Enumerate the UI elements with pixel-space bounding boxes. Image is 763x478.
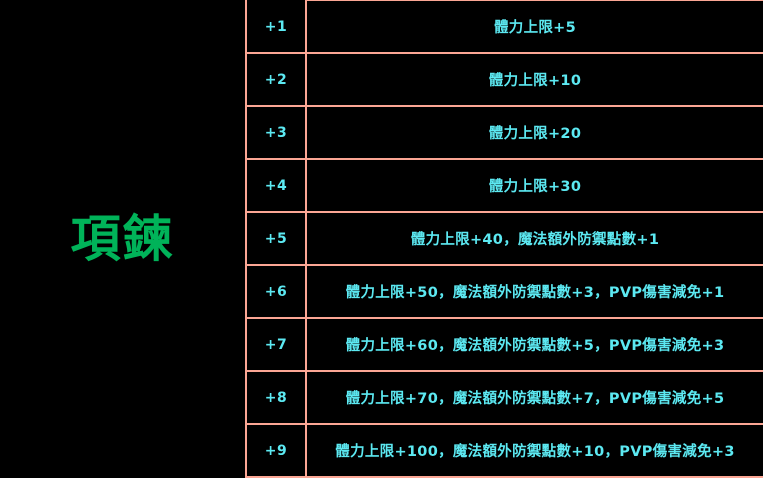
enhancement-level-cell: +7 xyxy=(245,317,307,372)
enhancement-effect-cell: 體力上限+60，魔法額外防禦點數+5，PVP傷害減免+3 xyxy=(305,317,763,372)
item-label-pane: 項鍊 xyxy=(0,0,245,478)
enhancement-effect-cell: 體力上限+20 xyxy=(305,105,763,160)
enhancement-table-body: +1 體力上限+5 +2 體力上限+10 +3 體力上限+20 +4 體力上限+… xyxy=(245,0,763,478)
enhancement-effect-cell: 體力上限+100，魔法額外防禦點數+10，PVP傷害減免+3 xyxy=(305,423,763,478)
enhancement-effect-cell: 體力上限+30 xyxy=(305,158,763,213)
enhancement-effect-cell: 體力上限+50，魔法額外防禦點數+3，PVP傷害減免+1 xyxy=(305,264,763,319)
table-row: +7 體力上限+60，魔法額外防禦點數+5，PVP傷害減免+3 xyxy=(245,317,763,372)
table-row: +6 體力上限+50，魔法額外防禦點數+3，PVP傷害減免+1 xyxy=(245,264,763,319)
table-row: +4 體力上限+30 xyxy=(245,158,763,213)
table-row: +1 體力上限+5 xyxy=(245,0,763,54)
enhancement-level-cell: +3 xyxy=(245,105,307,160)
table-row: +8 體力上限+70，魔法額外防禦點數+7，PVP傷害減免+5 xyxy=(245,370,763,425)
enhancement-level-cell: +6 xyxy=(245,264,307,319)
table-row: +9 體力上限+100，魔法額外防禦點數+10，PVP傷害減免+3 xyxy=(245,423,763,478)
table-row: +2 體力上限+10 xyxy=(245,52,763,107)
enhancement-table: +1 體力上限+5 +2 體力上限+10 +3 體力上限+20 +4 體力上限+… xyxy=(245,0,763,478)
enhancement-level-cell: +9 xyxy=(245,423,307,478)
enhancement-level-cell: +2 xyxy=(245,52,307,107)
enhancement-level-cell: +8 xyxy=(245,370,307,425)
enhancement-level-cell: +5 xyxy=(245,211,307,266)
enhancement-effect-cell: 體力上限+10 xyxy=(305,52,763,107)
table-row: +3 體力上限+20 xyxy=(245,105,763,160)
enhancement-effect-cell: 體力上限+70，魔法額外防禦點數+7，PVP傷害減免+5 xyxy=(305,370,763,425)
enhancement-level-cell: +4 xyxy=(245,158,307,213)
table-row: +5 體力上限+40，魔法額外防禦點數+1 xyxy=(245,211,763,266)
item-name-label: 項鍊 xyxy=(70,210,175,268)
enhancement-level-cell: +1 xyxy=(245,0,307,54)
enhancement-effect-cell: 體力上限+40，魔法額外防禦點數+1 xyxy=(305,211,763,266)
enhancement-effect-cell: 體力上限+5 xyxy=(305,0,763,54)
